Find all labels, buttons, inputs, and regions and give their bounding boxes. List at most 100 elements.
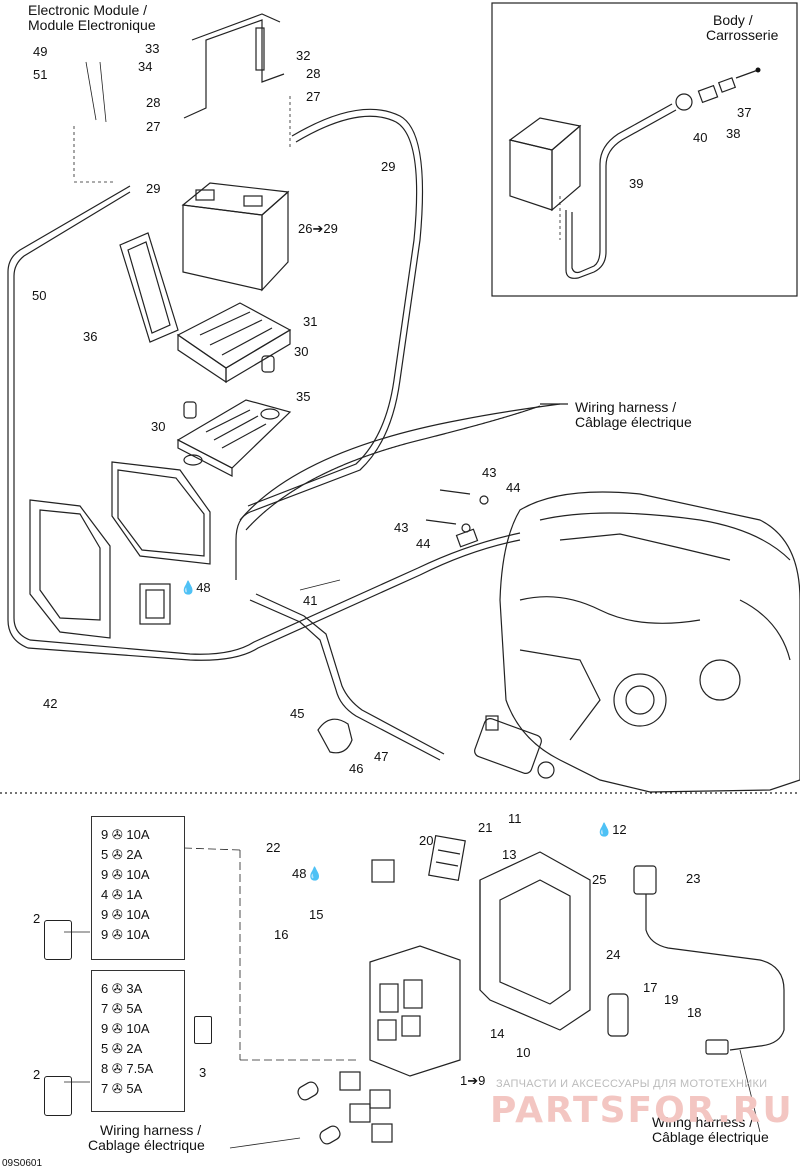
engine	[499, 491, 800, 793]
callout-44-top: 44	[506, 480, 521, 495]
negative-cable	[7, 185, 521, 661]
callout-26-29: 26➔29	[298, 221, 338, 236]
bolts-43-44	[425, 489, 489, 548]
drop-icon: 💧	[180, 580, 197, 595]
callout-22: 22	[266, 840, 281, 855]
harness-label-top-line2: Câblage électrique	[575, 414, 692, 430]
callout-19: 19	[664, 992, 679, 1007]
callout-50: 50	[32, 288, 47, 303]
fuse-icon: ✇	[111, 1021, 123, 1036]
callout-2-bottom: 2	[33, 1067, 41, 1082]
fuse-block-17	[607, 993, 629, 1037]
callout-38: 38	[726, 126, 741, 141]
watermark-tagline: ЗАПЧАСТИ И АКСЕССУАРЫ ДЛЯ МОТОТЕХНИКИ	[496, 1078, 768, 1090]
callout-13: 13	[502, 847, 517, 862]
spare-fuse-icon	[44, 920, 72, 960]
callout-43-top: 43	[482, 465, 497, 480]
inset-body-line2: Carrosserie	[706, 27, 779, 43]
fuse-row: 8 ✇ 7.5A	[101, 1061, 154, 1076]
callout-17: 17	[643, 980, 658, 995]
callout-28-left: 28	[146, 95, 161, 110]
fuse-row: 5 ✇ 2A	[101, 1041, 143, 1056]
battery-pad	[119, 232, 179, 343]
drop-icon: 💧	[306, 866, 323, 881]
callout-18: 18	[687, 1005, 702, 1020]
callout-20: 20	[419, 833, 434, 848]
module-title-line2: Module Electronique	[28, 17, 156, 33]
callout-30-upper: 30	[294, 344, 309, 359]
callout-48-bottom: 48💧	[292, 867, 323, 881]
fuse-icon: ✇	[111, 827, 123, 842]
spare-fuse-icon	[44, 1076, 72, 1116]
electronic-module-ecm	[369, 945, 461, 1077]
fuse-row: 9 ✇ 10A	[101, 867, 150, 882]
fuse-icon: ✇	[111, 867, 123, 882]
callout-21: 21	[478, 820, 493, 835]
callout-45: 45	[290, 706, 305, 721]
callout-29-right: 29	[381, 159, 396, 174]
callout-24: 24	[606, 947, 621, 962]
battery-base	[176, 399, 292, 477]
fuse-icon: ✇	[111, 907, 123, 922]
callout-11: 11	[508, 811, 522, 826]
callout-27-left: 27	[146, 119, 161, 134]
callout-32: 32	[296, 48, 311, 63]
callout-43-bottom: 43	[394, 520, 409, 535]
callout-36: 36	[83, 329, 98, 344]
callout-34: 34	[138, 59, 153, 74]
callout-12: 💧12	[596, 823, 627, 837]
inset-battery	[508, 117, 582, 212]
fuse-holder-21	[428, 835, 466, 881]
callout-33: 33	[145, 41, 160, 56]
starter-cable	[249, 599, 441, 761]
fuse-row: 7 ✇ 5A	[101, 1081, 143, 1096]
callout-27-top: 27	[306, 89, 321, 104]
harness-label-top-line1: Wiring harness /	[575, 399, 677, 415]
callout-28-top: 28	[306, 66, 321, 81]
callout-39: 39	[629, 176, 644, 191]
fuse-row: 5 ✇ 2A	[101, 847, 143, 862]
fuse-puller-icon	[194, 1016, 212, 1044]
fuse-row: 9 ✇ 10A	[101, 827, 150, 842]
drop-icon: 💧	[596, 822, 613, 837]
fuse-icon: ✇	[111, 1041, 123, 1056]
battery	[181, 182, 290, 292]
callout-25: 25	[592, 872, 607, 887]
fuse-icon: ✇	[111, 981, 123, 996]
fuse-row: 9 ✇ 10A	[101, 1021, 150, 1036]
fuse-table-top: 9 ✇ 10A 5 ✇ 2A 9 ✇ 10A 4 ✇ 1A 9 ✇ 10A 9 …	[91, 816, 185, 960]
fuse-row: 7 ✇ 5A	[101, 1001, 143, 1016]
fuse-icon: ✇	[111, 1061, 123, 1076]
harness-label-bottom-left-line2: Cablage électrique	[88, 1137, 205, 1153]
inset-frame	[491, 2, 798, 297]
ecm-support-bracket	[479, 851, 591, 1031]
module-title-line1: Electronic Module /	[28, 2, 148, 18]
callout-1-to-9: 1➔9	[460, 1073, 486, 1088]
starter-solenoid	[139, 583, 171, 625]
harness-label-bottom-left-line1: Wiring harness /	[100, 1122, 202, 1138]
callout-46: 46	[349, 761, 364, 776]
harness-label-bottom-right-line1: Wiring harness /	[652, 1114, 754, 1130]
fuse-row: 9 ✇ 10A	[101, 927, 150, 942]
watermark-logo: PARTSFOR.RU	[490, 1090, 794, 1131]
battery-tray	[176, 302, 292, 384]
callout-29-left: 29	[146, 181, 161, 196]
callout-10: 10	[516, 1045, 531, 1060]
callout-15: 15	[309, 907, 324, 922]
callout-12-num: 12	[612, 822, 627, 837]
terminal-boot	[317, 718, 353, 754]
callout-16: 16	[274, 927, 289, 942]
callout-2-top: 2	[33, 911, 41, 926]
ground-cable	[565, 109, 677, 279]
ground-bolt-assembly	[675, 69, 759, 111]
callout-49: 49	[33, 44, 48, 59]
fuse-icon: ✇	[111, 1001, 123, 1016]
callout-14: 14	[490, 1026, 505, 1041]
sensor-23-cable	[633, 865, 785, 1055]
fuse-row: 4 ✇ 1A	[101, 887, 143, 902]
callout-40: 40	[693, 130, 708, 145]
inset-body-line1: Body /	[713, 12, 753, 28]
fuse-table-bottom: 6 ✇ 3A 7 ✇ 5A 9 ✇ 10A 5 ✇ 2A 8 ✇ 7.5A 7 …	[91, 970, 185, 1112]
callout-47: 47	[374, 749, 389, 764]
fuse-icon: ✇	[111, 1081, 123, 1096]
